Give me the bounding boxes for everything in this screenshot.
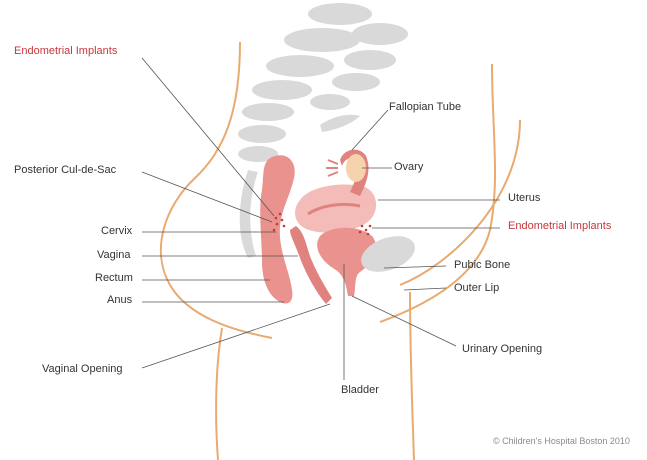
uterus-shape: [295, 184, 377, 233]
label-posterior-cul-de-sac: Posterior Cul-de-Sac: [14, 164, 117, 176]
label-endometrial-implants-top: Endometrial Implants: [14, 45, 118, 57]
label-rectum: Rectum: [95, 272, 133, 284]
label-vagina: Vagina: [97, 249, 131, 261]
label-cervix: Cervix: [101, 225, 133, 237]
spine-shape: [238, 3, 408, 258]
vagina-shape: [290, 226, 332, 304]
bladder-shape: [317, 227, 377, 296]
uterus-cavity: [307, 202, 361, 216]
ovary-shape: [346, 154, 366, 182]
implant-dots: [272, 212, 372, 236]
label-fallopian-tube: Fallopian Tube: [389, 101, 462, 113]
label-outer-lip: Outer Lip: [454, 282, 500, 294]
label-vaginal-opening: Vaginal Opening: [42, 363, 123, 375]
fimbriae: [326, 159, 339, 177]
label-anus: Anus: [107, 294, 133, 306]
label-ovary: Ovary: [394, 161, 424, 173]
label-urinary-opening: Urinary Opening: [462, 343, 543, 355]
leader-lines: [141, 57, 500, 380]
label-pubic-bone: Pubic Bone: [454, 259, 511, 271]
body-outline: [159, 41, 521, 460]
label-uterus: Uterus: [508, 192, 541, 204]
rectum-shape: [260, 155, 295, 304]
pubic-bone-shape: [361, 236, 415, 272]
copyright-text: © Children's Hospital Boston 2010: [493, 436, 630, 446]
label-bladder: Bladder: [341, 384, 379, 396]
label-endometrial-implants-right: Endometrial Implants: [508, 220, 612, 232]
